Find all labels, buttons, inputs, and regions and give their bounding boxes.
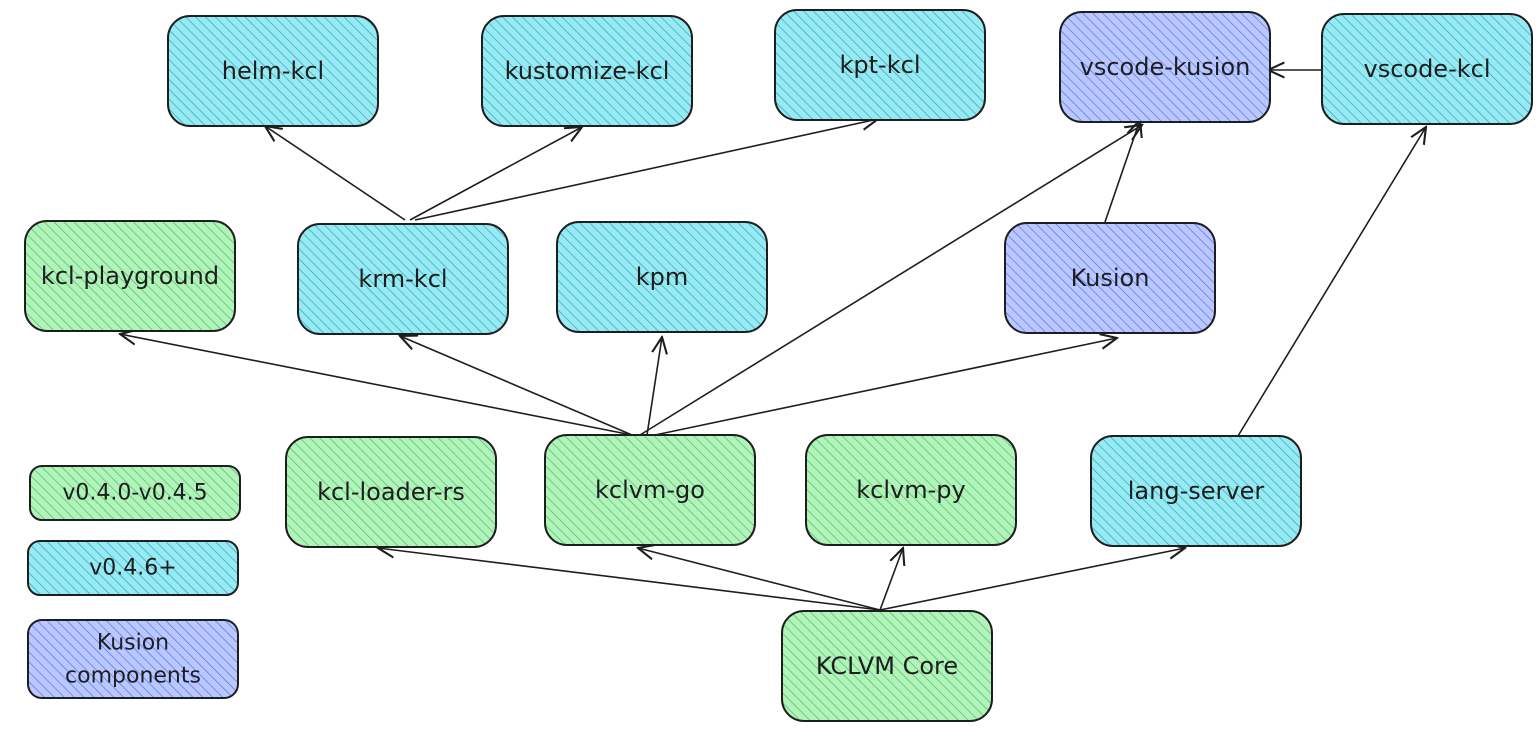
edge-lang-server-to-vscode-kcl [1237,127,1426,437]
node-label: helm-kcl [222,57,324,85]
edge-core-to-lang-server [879,548,1185,611]
node-label: KCLVM Core [816,652,958,680]
node-label: lang-server [1128,477,1265,505]
node-label: kustomize-kcl [505,57,670,85]
node-kclvm-core: KCLVM Core [781,610,993,722]
edge-kclvm-go-to-kpm [646,337,662,436]
node-kclvm-go: kclvm-go [544,434,756,546]
node-vscode-kcl: vscode-kcl [1321,13,1533,125]
node-label: kclvm-py [856,476,965,504]
node-kcl-playground: kcl-playground [24,220,236,332]
legend-label-line-2: components [65,664,201,689]
legend-label: v0.4.0-v0.4.5 [62,481,207,506]
edge-kclvm-go-to-kcl-playground [120,334,633,436]
edge-kclvm-go-to-vscode-kusion [639,125,1142,436]
node-kpt-kcl: kpt-kcl [774,9,986,121]
node-label: krm-kcl [358,265,447,293]
edges-layer [120,70,1426,611]
legend-item-kusion-components: Kusion components [27,619,239,699]
node-kustomize-kcl: kustomize-kcl [481,15,693,127]
legend-item-v0-4-6: v0.4.6+ [27,540,239,596]
edge-kclvm-go-to-krm-kcl [400,336,633,436]
legend-label-line-1: Kusion [97,631,169,656]
legend-label: v0.4.6+ [89,556,176,581]
node-kpm: kpm [556,221,768,333]
edge-krm-kcl-to-kpt-kcl [414,119,878,221]
edge-core-to-kclvm-py [879,548,903,611]
node-label: kclvm-go [595,476,705,504]
node-krm-kcl: krm-kcl [297,223,509,335]
node-label: Kusion [1071,264,1150,292]
legend-item-v0-4-0: v0.4.0-v0.4.5 [29,465,241,521]
node-label: kpt-kcl [840,51,921,79]
node-label: kpm [636,263,689,291]
node-kclvm-py: kclvm-py [805,434,1017,546]
node-label: vscode-kusion [1080,53,1251,81]
node-kcl-loader-rs: kcl-loader-rs [285,436,497,548]
node-label: kcl-playground [41,262,219,290]
legend: v0.4.0-v0.4.5 v0.4.6+ Kusion components [27,465,241,699]
edge-krm-kcl-to-kustomize-kcl [409,127,582,221]
node-label: kcl-loader-rs [317,478,465,506]
edge-core-to-kclvm-go [638,548,881,611]
node-kusion: Kusion [1004,222,1216,334]
node-vscode-kusion: vscode-kusion [1059,11,1271,123]
edge-kclvm-go-to-kusion [654,338,1117,436]
edge-core-to-kcl-loader-rs [378,548,881,611]
edge-krm-kcl-to-helm-kcl [265,126,406,221]
node-lang-server: lang-server [1090,435,1302,547]
edge-kusion-to-vscode-kusion [1104,120,1140,223]
node-helm-kcl: helm-kcl [167,15,379,127]
node-label: vscode-kcl [1363,55,1490,83]
